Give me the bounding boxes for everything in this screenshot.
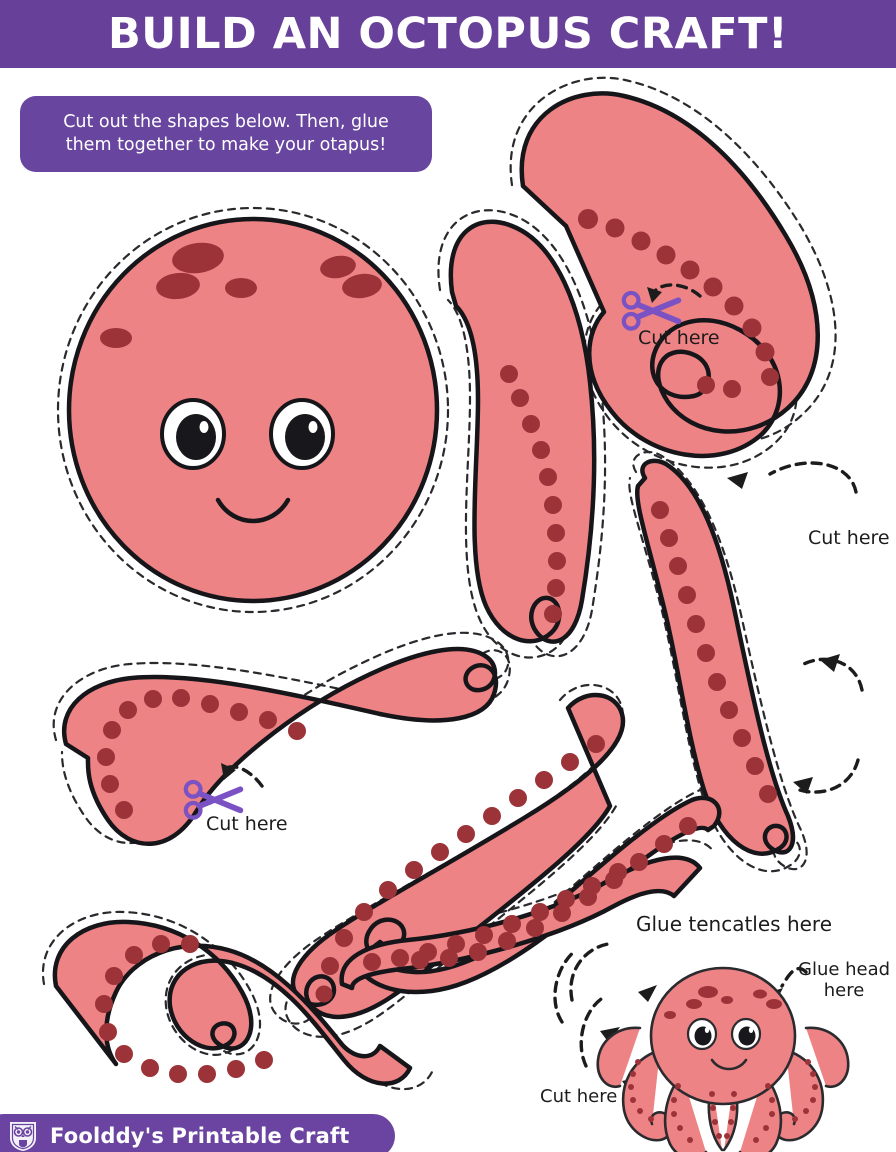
scissors-icon	[621, 290, 682, 331]
head-spots	[100, 242, 382, 348]
cut-here-label-left: Cut here	[206, 813, 288, 835]
mini-head-spots	[664, 986, 782, 1019]
footer-brand-bar: Foolddy's Printable Craft	[0, 1114, 395, 1152]
tentacle-vertical-middle	[448, 219, 597, 644]
tentacle-hook-topright	[519, 91, 820, 459]
instruction-text: Cut out the shapes below. Then, glue the…	[63, 111, 389, 155]
footer-brand-text: Foolddy's Printable Craft	[50, 1124, 350, 1148]
cut-here-label-right: Cut here	[808, 527, 890, 549]
scissors-icon	[183, 779, 244, 820]
cut-here-label-bottom: Cut here	[540, 1086, 618, 1107]
cut-here-label-top: Cut here	[638, 327, 720, 349]
octopus-head	[66, 216, 440, 604]
instruction-callout: Cut out the shapes below. Then, glue the…	[20, 96, 432, 172]
head-eyes	[160, 398, 335, 470]
assembled-octopus-preview	[596, 966, 850, 1152]
mini-sucker-dots	[628, 1059, 818, 1143]
tentacle-bottom-left	[52, 919, 413, 1086]
glue-head-label: Glue head here	[798, 959, 891, 1002]
mini-head-eyes	[686, 1017, 762, 1051]
mini-head-smile	[710, 1058, 748, 1071]
page-title: BUILD AN OCTOPUS CRAFT!	[107, 8, 789, 59]
glue-tentacles-label: Glue tencatles here	[636, 912, 833, 936]
sucker-dots	[95, 209, 779, 1083]
owl-shield-icon	[10, 1122, 36, 1151]
header-banner: BUILD AN OCTOPUS CRAFT!	[0, 0, 896, 68]
head-smile	[215, 497, 291, 524]
